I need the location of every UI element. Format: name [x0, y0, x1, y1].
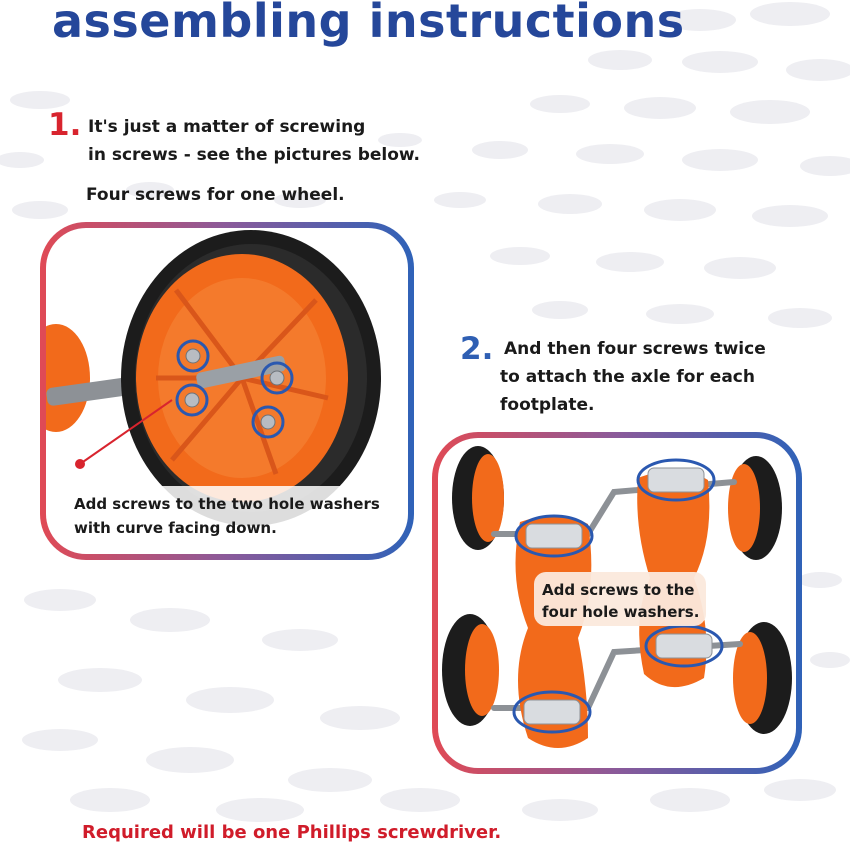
wheel-illustration	[46, 230, 400, 544]
footplates-illustration	[442, 446, 792, 748]
step-1-text-line-1: It's just a matter of screwing	[88, 117, 366, 137]
step-1-callout-line-1: Add screws to the two hole washers	[74, 495, 380, 513]
step-2-illustration-panel: Add screws to the four hole washers.	[438, 438, 796, 768]
step-2-callout-line-1: Add screws to the	[542, 581, 695, 599]
step-2-number: 2.	[460, 331, 494, 367]
step-1-number: 1.	[48, 107, 82, 143]
step-1-illustration-panel: Add screws to the two hole washers with …	[46, 228, 408, 554]
step-1-text-line-3: Four screws for one wheel.	[86, 185, 345, 205]
footer-note: Required will be one Phillips screwdrive…	[82, 822, 502, 843]
step-1-callout-line-2: with curve facing down.	[74, 519, 277, 537]
step-2-text-line-2: to attach the axle for each	[500, 367, 755, 387]
step-1-illustration-frame: Add screws to the two hole washers with …	[40, 222, 414, 560]
page-title: assembling instructions	[52, 0, 685, 48]
step-2-text-line-3: footplate.	[500, 395, 595, 415]
step-2-illustration-frame: Add screws to the four hole washers.	[432, 432, 802, 774]
step-1-text-line-2: in screws - see the pictures below.	[88, 145, 420, 165]
step-2-text-line-1: And then four screws twice	[504, 339, 766, 359]
step-2-callout-line-2: four hole washers.	[542, 603, 700, 621]
